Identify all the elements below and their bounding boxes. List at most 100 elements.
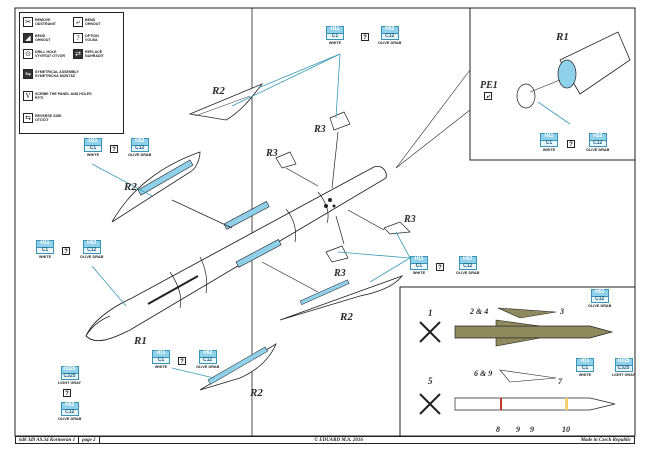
callout-line — [395, 69, 471, 169]
legend-cz: VOLBA — [85, 38, 98, 42]
inset-label-3: 3 — [559, 307, 564, 316]
legend-en: BEND — [85, 18, 96, 22]
paint-code-h: H325 — [617, 358, 630, 364]
paint-code-h: H52 — [595, 289, 605, 295]
inset-label-9b: 9 — [530, 425, 534, 434]
paint-code-h: H52 — [135, 138, 145, 144]
part-r3-bottom — [325, 245, 349, 263]
inset-label-9a: 9 — [516, 425, 520, 434]
paint-code-h: H11 — [544, 133, 554, 139]
option-icon: ? — [62, 247, 70, 255]
legend-cz: RÝTÍ — [35, 96, 44, 100]
fin-slot-top — [223, 201, 270, 230]
paint-leader-lines — [91, 53, 571, 379]
fin-r2-left — [111, 151, 201, 223]
paint-code-c: C1 — [577, 364, 593, 371]
footer-origin: Made in Czech Republic — [580, 438, 631, 443]
paint-code-h: H11 — [330, 26, 340, 32]
paint-code-c: C12 — [131, 144, 148, 151]
paint-name: OLIVE DRAB — [80, 255, 104, 259]
paint-code-h: H52 — [65, 402, 75, 408]
legend-cz: VYVRTAT OTVOR — [35, 54, 66, 58]
bend-icon: ⤶ — [73, 17, 83, 27]
footer-page: page 2 — [79, 437, 100, 443]
bend-around-icon: ◢ — [23, 33, 33, 43]
inset-box-top — [469, 8, 635, 161]
legend-cz: OHNOUT — [35, 38, 51, 42]
option-icon: ? — [73, 33, 83, 43]
option-icon: ? — [110, 145, 118, 153]
part-r3-right — [383, 221, 411, 235]
paint-code-h: H52 — [203, 350, 213, 356]
label-r2-top: R2 — [211, 85, 225, 97]
paint-name: LIGHT GRAY — [58, 381, 82, 385]
paint-name: WHITE — [542, 148, 556, 152]
remove-icon: ✂ — [23, 17, 33, 27]
label-r3-top: R3 — [313, 124, 326, 135]
paint-name: OLIVE DRAB — [58, 417, 82, 421]
paint-code-c: C325 — [61, 372, 78, 379]
paint-name: OLIVE DRAB — [586, 148, 610, 152]
scribe-icon: V — [23, 91, 33, 101]
legend-en: BEND — [35, 34, 46, 38]
assembly-arrows — [171, 131, 385, 293]
paint-code-h: H11 — [88, 138, 98, 144]
paint-name: OLIVE DRAB — [588, 304, 612, 308]
paint-name: WHITE — [578, 373, 592, 377]
label-r1-inset: R1 — [555, 31, 569, 43]
paint-name: OLIVE DRAB — [378, 41, 402, 45]
paint-code-c: C1 — [153, 356, 169, 363]
drill-hole-icon: ⊙ — [23, 49, 33, 59]
paint-code-h: H52 — [87, 240, 97, 246]
legend-en: REVERSE SIDE — [35, 114, 62, 118]
paint-code-c: C1 — [37, 246, 53, 253]
paint-name: WHITE — [412, 271, 426, 275]
paint-code-c: C1 — [327, 32, 343, 39]
inset-label-7: 7 — [558, 377, 563, 386]
paint-name: OLIVE DRAB — [456, 271, 480, 275]
paint-name: WHITE — [86, 153, 100, 157]
paint-code-c: C12 — [199, 356, 216, 363]
legend-cz: ODSTRANIT — [35, 22, 56, 26]
bend-icon: ⤶ — [484, 92, 492, 100]
label-r2-right: R2 — [339, 311, 353, 323]
inset-label-1: 1 — [428, 308, 433, 318]
paint-name: OLIVE DRAB — [196, 365, 220, 369]
inset-label-8: 8 — [496, 425, 500, 434]
fin-r2-bottom — [199, 343, 277, 391]
legend-en: SCRIBE THE PANEL AND HOLES — [35, 92, 92, 96]
paint-code-c: C12 — [381, 32, 398, 39]
part-r3-left — [275, 151, 297, 169]
inset-label-10: 10 — [562, 425, 570, 434]
legend-en: REMOVE — [35, 18, 51, 22]
paint-name: WHITE — [154, 365, 168, 369]
paint-code-c: C1 — [411, 262, 427, 269]
inset-side-view-top — [454, 307, 614, 347]
legend-en: DRILL HOLE — [35, 50, 57, 54]
paint-code-h: H11 — [580, 358, 590, 364]
option-icon: ? — [567, 140, 575, 148]
option-icon: ? — [436, 263, 444, 271]
legend-cz: SYMETRICKÁ MONTÁŽ — [35, 74, 76, 78]
inset-label-6-9: 6 & 9 — [474, 369, 492, 378]
label-r3-bottom: R3 — [333, 268, 346, 279]
